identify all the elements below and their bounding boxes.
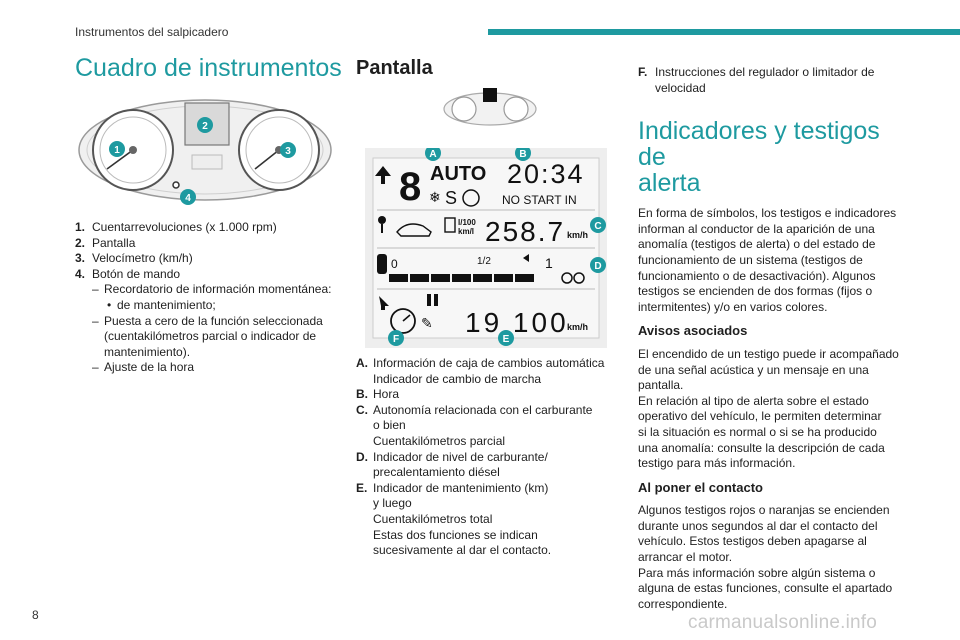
gear-indicator: 8	[399, 165, 421, 209]
fuel-level-bar	[389, 274, 534, 282]
fuel-half-label: 1/2	[477, 256, 491, 267]
snow-icon: ❄	[429, 189, 441, 205]
shift-up-icon	[375, 166, 391, 184]
svg-text:A: A	[429, 149, 436, 160]
pause-icon	[427, 294, 431, 306]
mini-cluster-icon	[443, 88, 537, 126]
svg-text:3: 3	[285, 146, 291, 157]
section-header: Instrumentos del salpicadero	[75, 25, 229, 39]
glow-plug-icon	[561, 272, 573, 284]
svg-text:E: E	[503, 334, 510, 345]
preheat-icon	[377, 254, 387, 274]
sub-item-recordatorio: –Recordatorio de información momentánea:	[92, 282, 332, 297]
no-start-label: NO START IN	[502, 193, 577, 207]
callout-F: F	[388, 330, 404, 346]
legend-item-F: F. Instrucciones del regulador o limitad…	[638, 65, 875, 95]
display-screen-figure: 8 AUTO ❄ S 20:34 NO START IN l/100 km/l …	[365, 148, 607, 348]
sub-item-puesta: – Puesta a cero de la función selecciona…	[92, 313, 323, 359]
range-display: 258.7	[485, 216, 565, 247]
callout-E: E	[498, 330, 514, 346]
legend-item-1: 1.Cuentarrevoluciones (x 1.000 rpm)	[75, 220, 277, 234]
callout-D: D	[590, 257, 606, 273]
callout-B: B	[515, 148, 531, 161]
heading-avisos: Avisos asociados	[638, 323, 748, 339]
instrument-cluster-figure: 1 2 3 4	[78, 99, 332, 205]
sport-label: S	[445, 188, 457, 208]
svg-text:C: C	[594, 221, 601, 232]
odometer-unit: km/h	[567, 322, 588, 332]
clock-display: 20:34	[507, 159, 585, 189]
gearbox-icon	[462, 189, 480, 207]
svg-text:B: B	[519, 149, 526, 160]
page-number: 8	[32, 608, 39, 622]
heading-contacto: Al poner el contacto	[638, 479, 763, 495]
header-accent-bar	[488, 29, 960, 35]
svg-text:D: D	[594, 261, 601, 272]
page-title-cuadro: Cuadro de instrumentos	[75, 54, 342, 82]
cruise-arrow-icon	[379, 296, 389, 310]
section-title-indicadores: Indicadores y testigos de alerta	[638, 117, 880, 198]
contacto-paragraph: Algunos testigos rojos o naranjas se enc…	[638, 503, 890, 565]
legend-item-B: B. Hora	[356, 387, 400, 402]
car-icon	[396, 223, 432, 237]
intro-paragraph: En forma de símbolos, los testigos e ind…	[638, 206, 897, 314]
sub-bullet-mantenimiento: •de mantenimiento;	[107, 297, 216, 312]
cluster-legend: 1.Cuentarrevoluciones (x 1.000 rpm) 2.Pa…	[75, 220, 345, 376]
consumption-unit-bottom: km/l	[458, 227, 474, 236]
callout-3: 3	[280, 142, 296, 158]
watermark-text: carmanualsonline.info	[688, 612, 878, 633]
avisos-paragraph: El encendido de un testigo puede ir acom…	[638, 346, 899, 393]
legend-item-2: 2.Pantalla	[75, 235, 136, 250]
svg-text:4: 4	[185, 193, 191, 204]
callout-4: 4	[180, 189, 196, 205]
auto-label: AUTO	[430, 163, 486, 185]
legend-item-D: D. Indicador de nivel de carburante/prec…	[356, 449, 548, 480]
fuel-full-label: 1	[545, 255, 553, 271]
legend-item-E: E. Indicador de mantenimiento (km)y lueg…	[356, 480, 552, 558]
svg-text:F: F	[393, 334, 399, 345]
legend-item-3: 3.Velocímetro (km/h)	[75, 251, 193, 266]
section-title-pantalla: Pantalla	[356, 57, 433, 79]
legend-item-4: 4.Botón de mando	[75, 266, 181, 281]
control-button	[172, 181, 180, 189]
fuel-pump-icon	[444, 217, 456, 233]
svg-text:1: 1	[114, 145, 120, 156]
wrench-icon: ✎	[421, 315, 433, 331]
callout-2: 2	[197, 117, 213, 133]
fuel-side-arrow-icon	[523, 254, 529, 262]
range-unit: km/h	[567, 230, 588, 240]
fuel-zero-label: 0	[391, 257, 398, 271]
callout-A: A	[425, 148, 441, 161]
avisos-paragraph-2: En relación al tipo de alerta sobre el e…	[638, 393, 885, 471]
column-3: F. Instrucciones del regulador o limitad…	[638, 65, 912, 620]
speedometer-cruise-icon	[390, 308, 416, 334]
display-legend: A. Información de caja de cambios automá…	[356, 356, 618, 559]
contacto-paragraph-2: Para más información sobre algún sistema…	[638, 565, 893, 611]
legend-item-A: A. Información de caja de cambios automá…	[356, 356, 605, 386]
svg-text:2: 2	[202, 121, 208, 132]
key-icon	[378, 216, 386, 224]
sub-item-ajuste: –Ajuste de la hora	[92, 360, 195, 375]
callout-1: 1	[109, 141, 125, 157]
callout-C: C	[590, 217, 606, 233]
odometer-display: 19 100	[465, 307, 569, 338]
legend-item-C: C. Autonomía relacionada con el carburan…	[356, 402, 593, 448]
consumption-unit-top: l/100	[458, 218, 476, 227]
